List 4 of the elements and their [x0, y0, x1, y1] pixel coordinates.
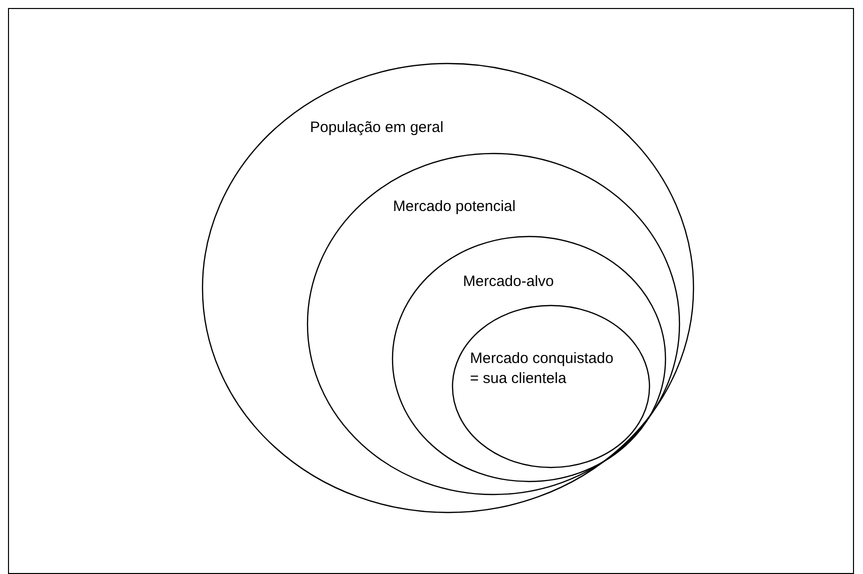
region-label: Mercado potencial — [393, 197, 517, 217]
region-label: Mercado-alvo — [463, 272, 555, 292]
region-label: População em geral — [310, 118, 444, 138]
region-label: Mercado conquistado = sua clientela — [470, 349, 614, 389]
